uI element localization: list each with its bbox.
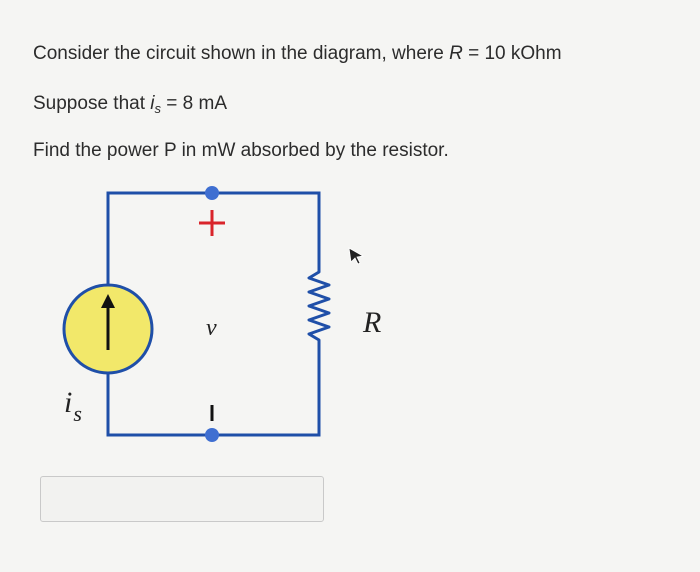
mouse-cursor-icon — [348, 247, 365, 265]
wire-top-right — [212, 191, 321, 262]
source-label: is — [64, 386, 82, 426]
resistor-label: R — [362, 306, 381, 339]
answer-input[interactable] — [40, 476, 324, 522]
line2-var: i — [150, 93, 155, 114]
line2-prefix: Suppose that — [33, 93, 151, 114]
question-line-2: Suppose that is = 8 mA — [33, 93, 227, 116]
circuit-wires — [106, 191, 321, 437]
voltage-label: v — [206, 315, 217, 341]
source-label-main: i — [64, 386, 72, 419]
wire-bottom-right — [212, 348, 321, 437]
source-label-sub: s — [73, 401, 82, 426]
line2-suffix: = 8 mA — [161, 93, 227, 114]
plus-sign-icon — [199, 210, 225, 236]
resistor-symbol — [307, 262, 331, 348]
line1-var: R — [449, 43, 463, 64]
wire-bottom-left — [106, 372, 212, 437]
current-arrow-icon — [101, 294, 115, 350]
question-line-3: Find the power P in mW absorbed by the r… — [33, 140, 449, 161]
question-line-1: Consider the circuit shown in the diagra… — [33, 43, 562, 65]
bottom-node — [205, 428, 219, 442]
line1-prefix: Consider the circuit shown in the diagra… — [33, 43, 450, 64]
line2-sub: s — [154, 101, 162, 116]
wire-top-left — [106, 191, 212, 286]
line1-suffix: = 10 kOhm — [462, 43, 562, 64]
top-node — [205, 186, 219, 200]
